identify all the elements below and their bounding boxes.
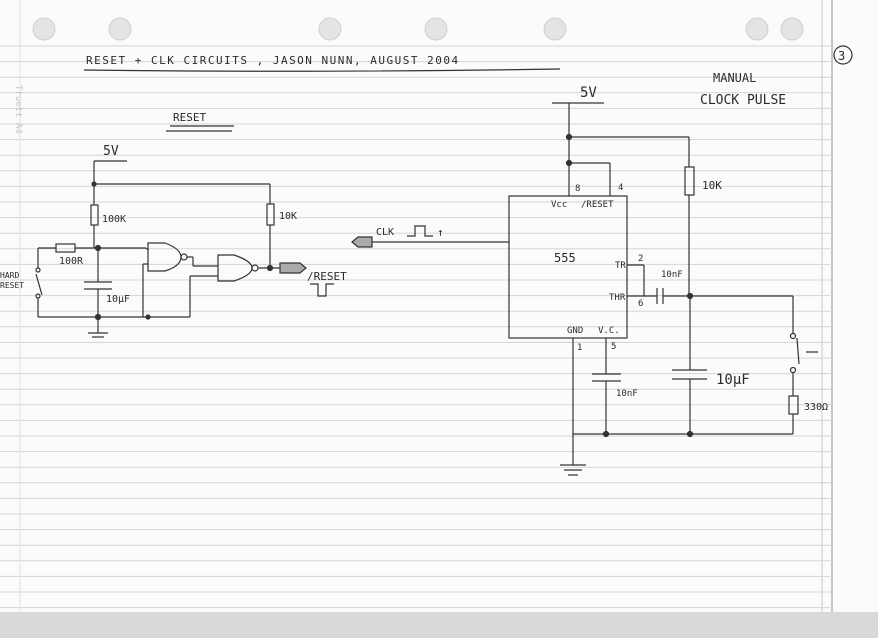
clk-label: CLK xyxy=(376,227,394,238)
reset-circuit: RESET 5V 100K 100R HARD RESET 10µF xyxy=(0,111,347,338)
r-switch-label: 330Ω xyxy=(804,402,828,413)
pin-5-num: 5 xyxy=(611,342,616,352)
clock-pushbutton xyxy=(796,337,800,365)
clk-output-connector xyxy=(351,236,373,248)
pin-8-num: 8 xyxy=(575,184,580,194)
c-vc-label: 10nF xyxy=(616,389,638,399)
hard-reset-switch xyxy=(35,273,43,296)
reset-cap-label: 10µF xyxy=(106,294,130,305)
pin-thr: THR xyxy=(609,293,626,303)
pin-2-num: 2 xyxy=(638,254,643,264)
reset-heading: RESET xyxy=(173,111,206,124)
clock-supply-label: 5V xyxy=(580,85,597,101)
c-timing-label: 10µF xyxy=(716,372,750,388)
pin-1-num: 1 xyxy=(577,343,582,353)
clk-pulse-glyph xyxy=(407,225,433,237)
reset-output-connector xyxy=(279,262,307,274)
clock-circuit: MANUAL CLOCK PULSE 5V 8 4 Vcc /RESET 555… xyxy=(351,71,828,476)
r-series-label: 100R xyxy=(59,256,84,267)
ic-name: 555 xyxy=(554,251,576,265)
page-title: RESET + CLK CIRCUITS , JASON NUNN, AUGUS… xyxy=(86,54,460,67)
reset-supply-label: 5V xyxy=(103,144,119,159)
page-number-circle xyxy=(833,45,853,65)
clock-heading-1: MANUAL xyxy=(713,71,756,85)
punch-holes xyxy=(32,17,804,41)
margin-note: Truett A4 xyxy=(13,85,23,134)
hard-label: HARD xyxy=(0,271,19,280)
ic-555 xyxy=(508,195,628,339)
pin-6-num: 6 xyxy=(638,299,643,309)
pin-vcc: Vcc xyxy=(551,200,567,210)
clk-arrow: ↑ xyxy=(437,226,444,239)
ruled-lines xyxy=(0,45,832,609)
r-output-label: 10K xyxy=(279,211,297,222)
c-coupling-label: 10nF xyxy=(661,270,683,280)
r-top-label: 10K xyxy=(702,179,722,192)
clock-heading-2: CLOCK PULSE xyxy=(700,93,786,108)
page-number: 3 xyxy=(838,49,845,63)
reset-pulse-glyph xyxy=(310,283,334,297)
pin-vc: V.C. xyxy=(598,326,620,336)
pin-gnd: GND xyxy=(567,326,583,336)
r-pullup-label: 100K xyxy=(102,214,126,225)
pin-tr: TR xyxy=(615,261,626,271)
pin-4-num: 4 xyxy=(618,183,623,193)
pin-reset: /RESET xyxy=(581,200,614,210)
reset-output-label: /RESET xyxy=(307,270,347,283)
hard-reset-label: RESET xyxy=(0,281,24,290)
